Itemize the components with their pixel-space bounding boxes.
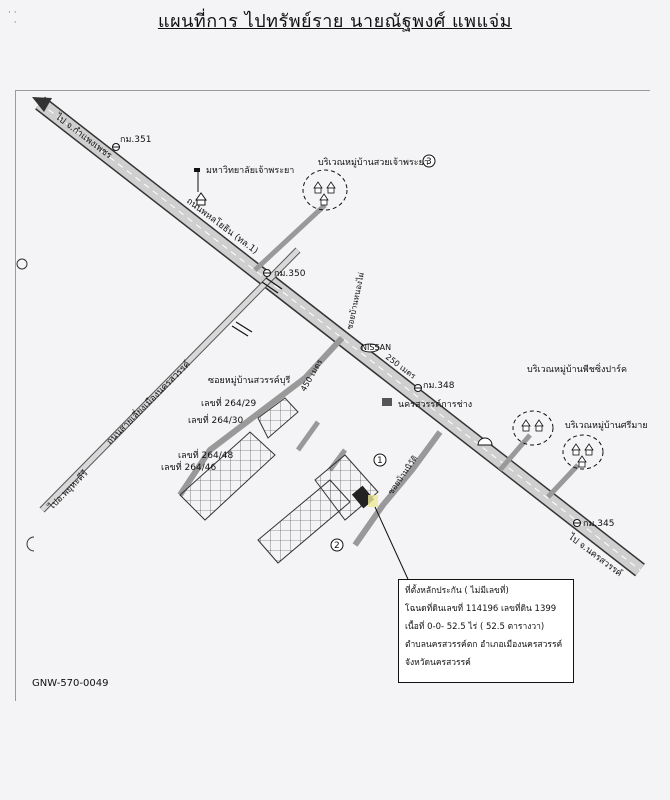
bypass-label: ถนนสายเลี่ยงเมืองนครสวรรค์ bbox=[103, 357, 193, 447]
side-road bbox=[177, 335, 345, 497]
info-line-3: เนื้อที่ 0-0- 52.5 ไร่ ( 52.5 ตารางวา) bbox=[405, 622, 545, 632]
km345-label: กม.345 bbox=[583, 519, 614, 529]
info-line-2: โฉนดที่ดินเลขที่ 114196 เลขที่ดิน 1399 bbox=[405, 604, 557, 614]
lane-label: ซอยหมู่บ้านสวรรค์บุรี bbox=[208, 374, 291, 386]
university-icon bbox=[194, 168, 207, 206]
plot-264-29: เลขที่ 264/29 bbox=[201, 396, 256, 409]
small-road-label: ซอยบ้านนิวัติ bbox=[386, 454, 419, 496]
village-1-circle bbox=[302, 169, 348, 211]
shell-icon bbox=[477, 437, 493, 446]
village-1-label: บริเวณหมู่บ้านสวยเจ้าพระยา bbox=[318, 157, 429, 168]
distance-450: 450 เมตร bbox=[299, 357, 325, 393]
road-village-2 bbox=[498, 433, 532, 472]
house-icon bbox=[521, 419, 544, 432]
plot-264-30: เลขที่ 264/30 bbox=[188, 413, 243, 426]
side-road-label: ซอยบ้านหนองไผ่ bbox=[345, 271, 366, 330]
km-marker-icon bbox=[112, 143, 581, 527]
house-icon bbox=[313, 181, 336, 206]
page-title: แผนที่การ ไปทรัพย์ราย นายณัฐพงศ์ แพแจ่ม bbox=[157, 11, 513, 32]
km348-label: กม.348 bbox=[423, 381, 455, 391]
parcel-highlight bbox=[368, 495, 378, 507]
arrow-northwest-icon bbox=[32, 97, 52, 112]
village-3-circle bbox=[562, 434, 604, 470]
map-frame bbox=[15, 90, 650, 701]
nissan-icon bbox=[360, 343, 380, 353]
nissan-label: NISSAN bbox=[361, 343, 391, 352]
house-icon bbox=[571, 443, 594, 468]
km350-label: กม.350 bbox=[274, 269, 306, 279]
to-kamphaeng-phet: ไป จ.กำแพงเพชร bbox=[52, 111, 114, 161]
road-village-3 bbox=[546, 463, 580, 499]
binder-hole bbox=[16, 258, 28, 270]
university-label: มหาวิทยาลัยเจ้าพระยา bbox=[206, 165, 294, 176]
plot-264-46: เลขที่ 264/46 bbox=[161, 460, 216, 473]
info-line-5: จังหวัดนครสวรรค์ bbox=[405, 658, 471, 668]
point-1-label: 1 bbox=[377, 456, 383, 466]
info-line-4: ตำบลนครสวรรค์ตก อำเภอเมืองนครสวรรค์ bbox=[405, 640, 563, 650]
info-line-1: ที่ตั้งหลักประกัน ( ไม่มีเลขที่) bbox=[405, 586, 509, 596]
scan-marks: · · · bbox=[8, 8, 17, 28]
binder-hole bbox=[26, 536, 35, 552]
village-2-circle bbox=[512, 410, 554, 446]
village-2-label: บริเวณหมู่บ้านพีชซิ่งปาร์ค bbox=[527, 362, 627, 375]
plot-264-48: เลขที่ 264/48 bbox=[178, 448, 233, 461]
auto-shop-label: นครสวรรค์การช่าง bbox=[398, 398, 472, 410]
collateral-info-box: ที่ตั้งหลักประกัน ( ไม่มีเลขที่) โฉนดที่… bbox=[398, 579, 574, 683]
point-2-label: 2 bbox=[334, 541, 340, 551]
bypass-road bbox=[39, 247, 301, 513]
to-phayuha-label: ไปอ.พยุหะคีรี bbox=[46, 468, 91, 513]
pointer-line bbox=[374, 506, 413, 589]
village-3-label: บริเวณหมู่บ้านศรีมาย bbox=[565, 420, 648, 431]
document-code: GNW-570-0049 bbox=[32, 678, 109, 689]
shop-icon bbox=[382, 398, 392, 406]
small-road bbox=[352, 430, 443, 547]
road-village-1 bbox=[253, 203, 327, 272]
km351-label: กม.351 bbox=[120, 135, 151, 145]
village-1-number: 3 bbox=[426, 157, 432, 167]
